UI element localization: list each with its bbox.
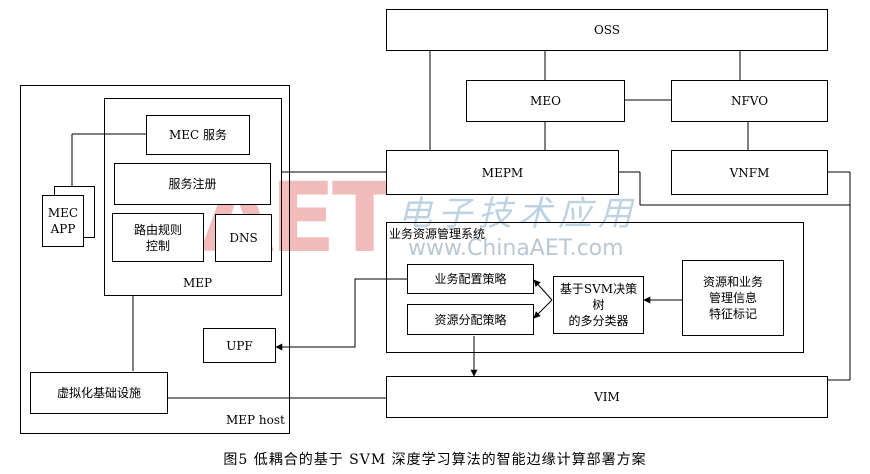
svm-classifier-box[interactable]: 基于SVM决策树 的多分类器 [553, 276, 644, 334]
routing-line-2: 控制 [145, 238, 170, 253]
service-register-box[interactable]: 服务注册 [114, 163, 271, 205]
routing-control-box[interactable]: 路由规则 控制 [112, 213, 204, 262]
mec-app-line-1: MEC [47, 206, 79, 220]
watermark-chinese: 电子技术应用 [398, 194, 638, 234]
resource-mgmt-system-label: 业务资源管理系统 [389, 227, 486, 241]
resource-mgmt-system-box [386, 222, 804, 353]
mep-box [104, 98, 282, 296]
meo-box[interactable]: MEO [466, 80, 625, 122]
mec-service-box[interactable]: MEC 服务 [146, 115, 250, 155]
vim-box[interactable]: VIM [386, 376, 828, 418]
resource-alloc-policy-box[interactable]: 资源分配策略 [407, 304, 534, 335]
mec-app-line-2: APP [50, 222, 76, 236]
dns-box[interactable]: DNS [215, 214, 272, 262]
mec-app-box[interactable]: MEC APP [42, 195, 84, 247]
nfvo-box[interactable]: NFVO [671, 80, 828, 122]
watermark-url: www.ChinaAET.com [408, 236, 624, 261]
virtual-infra-box[interactable]: 虚拟化基础设施 [30, 372, 168, 414]
svm-line-1: 基于SVM决策树 [559, 282, 638, 312]
mep-label: MEP [183, 276, 213, 290]
resource-mark-box[interactable]: 资源和业务 管理信息 特征标记 [682, 260, 784, 336]
mepm-box[interactable]: MEPM [386, 150, 619, 195]
mep-host-label: MEP host [226, 413, 285, 427]
service-config-policy-box[interactable]: 业务配置策略 [407, 264, 534, 294]
mark-line-3: 特征标记 [708, 307, 757, 321]
svm-line-2: 的多分类器 [568, 314, 629, 328]
upf-box[interactable]: UPF [203, 328, 276, 363]
routing-line-1: 路由规则 [133, 222, 182, 237]
mark-line-1: 资源和业务 [702, 275, 763, 289]
mark-line-2: 管理信息 [708, 291, 757, 305]
mep-host-box [20, 85, 290, 434]
oss-box[interactable]: OSS [386, 9, 828, 51]
vnfm-box[interactable]: VNFM [671, 150, 828, 195]
figure-caption: 图5 低耦合的基于 SVM 深度学习算法的智能边缘计算部署方案 [223, 452, 647, 468]
